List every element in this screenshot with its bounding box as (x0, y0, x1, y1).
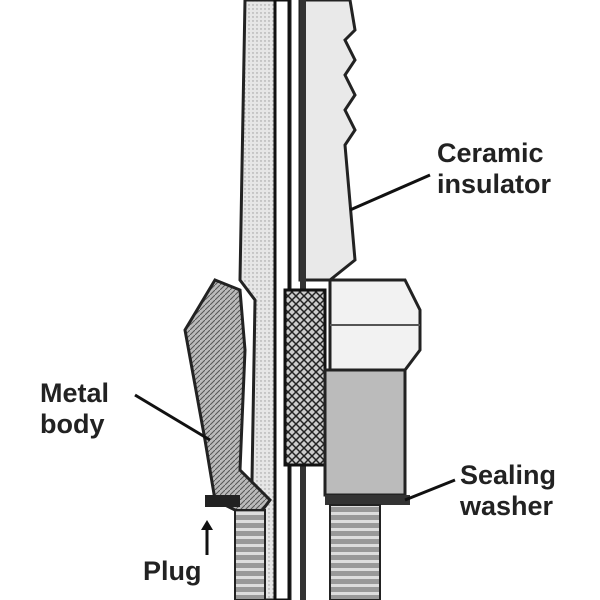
thread-right (329, 504, 381, 600)
thread-left (234, 509, 266, 600)
label-line: body (40, 409, 105, 439)
label-line: insulator (437, 169, 552, 199)
washer-pointer (404, 478, 456, 502)
label-sealing-washer: Sealing washer (460, 460, 556, 522)
metal-body-right (323, 368, 407, 497)
insulator-ribs (298, 0, 357, 282)
metal-pointer (134, 393, 211, 442)
label-plug: Plug (143, 556, 202, 586)
label-line: Ceramic (437, 138, 544, 168)
label-line: Metal (40, 378, 110, 408)
label-line: Sealing (460, 460, 557, 490)
label-line: washer (460, 491, 554, 521)
ceramic-pointer (349, 173, 431, 212)
resistor (283, 288, 327, 467)
label-ceramic-insulator: Ceramic insulator (437, 138, 551, 200)
label-metal-body: Metal body (40, 378, 109, 440)
sealing-washer (325, 495, 410, 505)
